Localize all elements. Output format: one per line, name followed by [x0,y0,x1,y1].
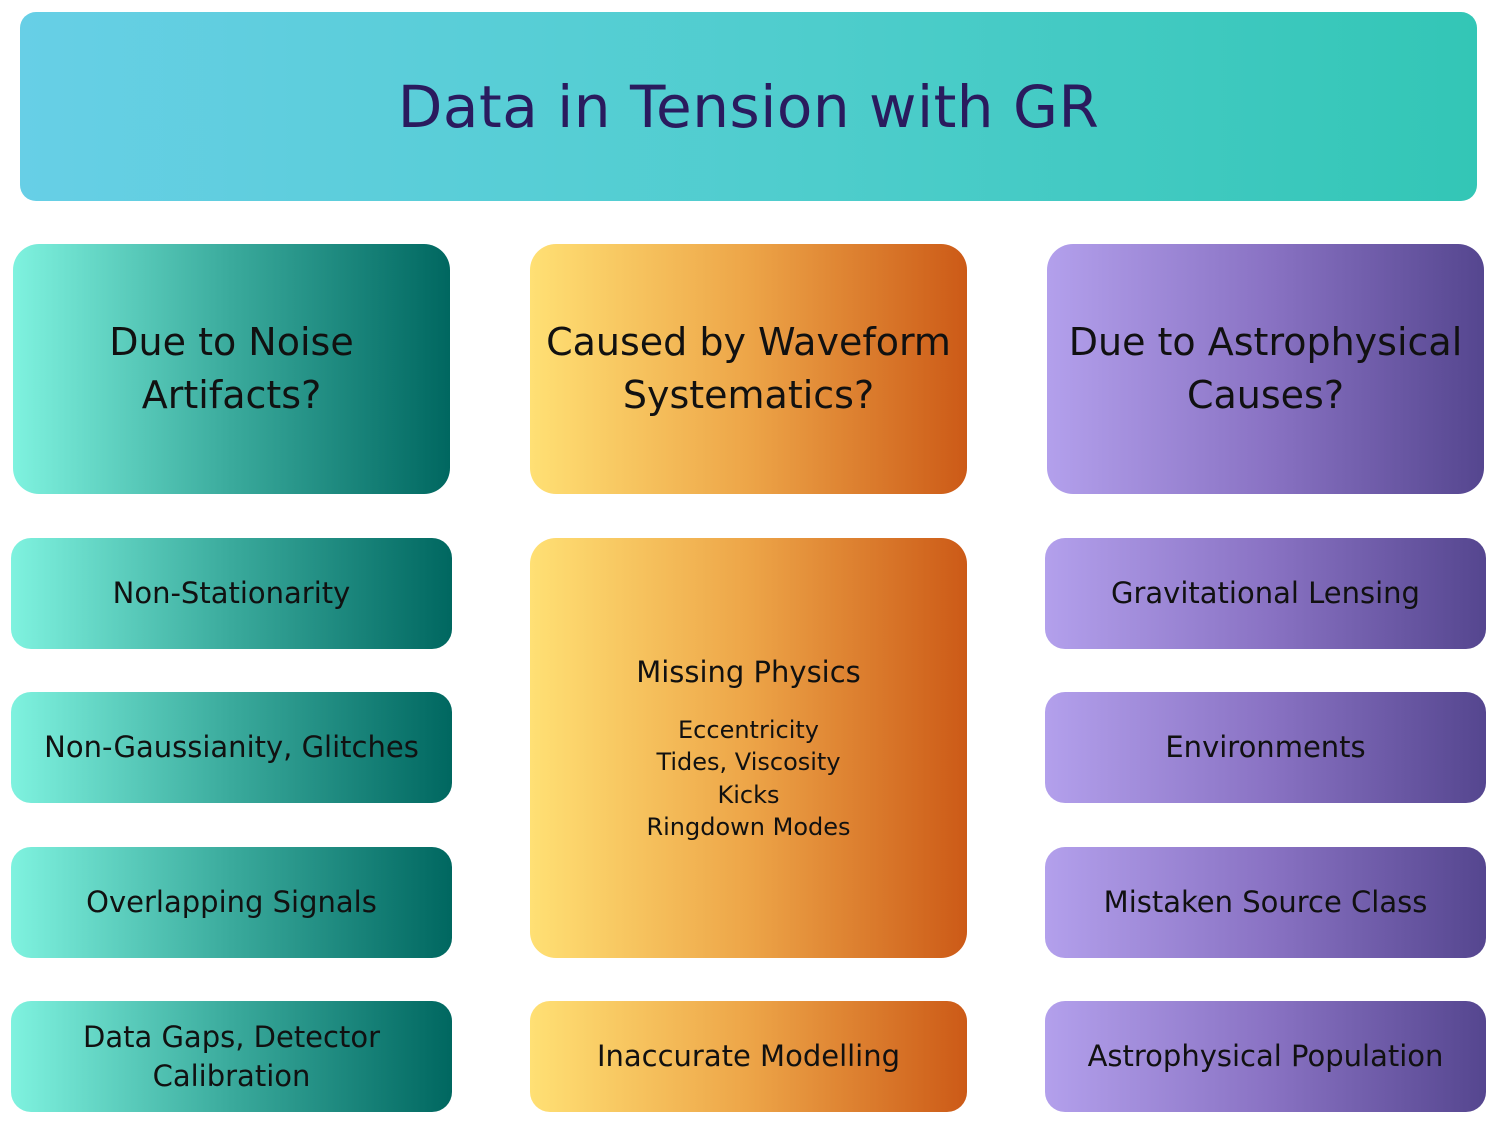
item-data-gaps: Data Gaps, Detector Calibration [11,1001,452,1112]
header-noise-artifacts: Due to Noise Artifacts? [13,244,450,494]
missing-physics-list: Eccentricity Tides, Viscosity Kicks Ring… [646,714,850,844]
header-astro-label: Due to Astrophysical Causes? [1061,316,1471,422]
item-label: Astrophysical Population [1087,1039,1444,1073]
header-astro-line-2: Causes? [1186,373,1345,417]
item-environments: Environments [1045,692,1486,803]
missing-physics-item: Tides, Viscosity [656,748,841,776]
header-noise-label: Due to Noise Artifacts? [101,316,361,422]
missing-physics-item: Kicks [717,780,780,809]
item-label: Gravitational Lensing [1111,576,1420,610]
header-waveform-line-2: Systematics? [622,373,875,417]
item-label: Data Gaps, Detector Calibration [69,1018,394,1096]
missing-physics-item: Eccentricity [678,715,819,744]
item-non-stationarity: Non-Stationarity [11,538,452,649]
item-label: Environments [1165,730,1366,764]
header-waveform-line-1: Caused by Waveform [546,320,951,364]
item-label: Overlapping Signals [86,885,377,919]
item-astrophysical-population: Astrophysical Population [1045,1001,1486,1112]
item-label-line-2: Calibration [152,1058,311,1093]
diagram-title: Data in Tension with GR [397,72,1100,141]
item-label: Non-Gaussianity, Glitches [44,730,419,764]
header-astrophysical-causes: Due to Astrophysical Causes? [1047,244,1484,494]
header-waveform-label: Caused by Waveform Systematics? [538,316,959,422]
item-mistaken-source-class: Mistaken Source Class [1045,847,1486,958]
missing-physics-title: Missing Physics [636,654,861,689]
header-waveform-systematics: Caused by Waveform Systematics? [530,244,967,494]
missing-physics-item: Ringdown Modes [646,813,851,841]
header-noise-line-2: Artifacts? [141,373,322,417]
item-label-line-1: Data Gaps, Detector [82,1019,381,1054]
header-noise-line-1: Due to Noise [109,320,354,364]
item-label: Inaccurate Modelling [596,1039,901,1073]
header-astro-line-1: Due to Astrophysical [1068,320,1463,364]
item-overlapping-signals: Overlapping Signals [11,847,452,958]
item-gravitational-lensing: Gravitational Lensing [1045,538,1486,649]
item-label: Non-Stationarity [112,576,351,610]
title-banner: Data in Tension with GR [20,12,1477,201]
item-inaccurate-modelling: Inaccurate Modelling [530,1001,967,1112]
item-label: Mistaken Source Class [1103,885,1428,919]
item-non-gaussianity: Non-Gaussianity, Glitches [11,692,452,803]
missing-physics-box: Missing Physics Eccentricity Tides, Visc… [530,538,967,958]
